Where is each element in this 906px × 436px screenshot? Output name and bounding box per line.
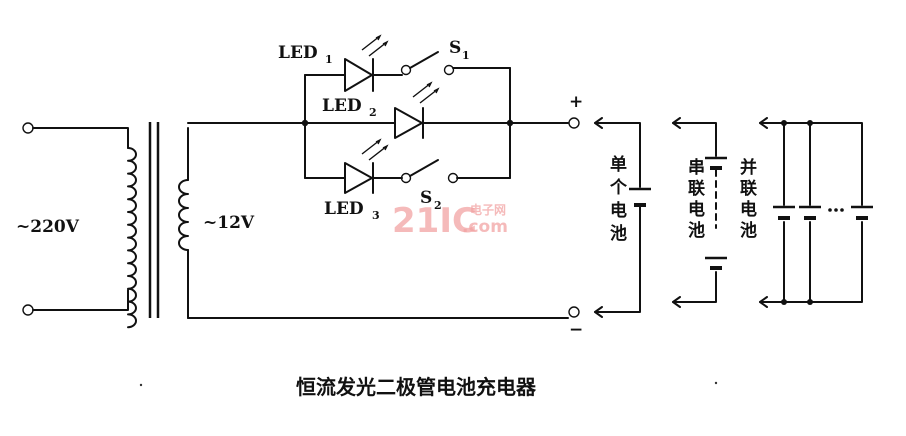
led1-branch: LED 1 S 1 (278, 34, 511, 92)
switch-s2-blade[interactable] (409, 159, 439, 177)
led2-label: LED (322, 96, 362, 116)
single-battery-arrows (594, 117, 603, 318)
led3-diode (344, 162, 373, 194)
single-battery-label: 单个电池 (606, 154, 628, 247)
switch-s1-label: S (449, 38, 461, 58)
led1-light-arrow-b (368, 40, 389, 57)
parallel-batteries: 并联电池 (736, 117, 873, 308)
input-terminal-top (22, 122, 34, 134)
secondary-side: ~12V (178, 127, 255, 319)
scan-dot (139, 383, 143, 387)
led2-branch: LED 2 (304, 81, 511, 139)
svg-text:1: 1 (325, 53, 333, 66)
primary-wire-top (32, 127, 129, 149)
negative-sign: − (569, 320, 583, 340)
switch-s1-contact-b (443, 64, 455, 76)
negative-terminal[interactable] (568, 306, 580, 318)
led1-diode (344, 58, 373, 92)
led1-label: LED (278, 43, 318, 63)
series-batteries: 串联电池 (672, 117, 727, 308)
svg-text:1: 1 (462, 49, 470, 62)
switch-s2-label: S (420, 188, 432, 208)
parallel-battery-label: 并联电池 (736, 157, 757, 242)
svg-text:电子网: 电子网 (470, 202, 506, 217)
secondary-voltage-label: ~12V (203, 213, 255, 233)
positive-sign: + (569, 92, 583, 112)
led2-light-arrow-b (419, 87, 440, 104)
parallel-arrows (759, 117, 768, 308)
series-arrows (672, 117, 681, 308)
svg-text:2: 2 (434, 199, 442, 212)
single-battery: 单个电池 (594, 117, 651, 318)
led3-light-arrow-b (368, 144, 389, 161)
positive-terminal[interactable] (568, 117, 580, 129)
scan-dot (714, 381, 718, 385)
transformer-core (148, 122, 160, 318)
switch-s1-contact-a (400, 64, 412, 76)
primary-wire-bottom (32, 289, 129, 311)
output-terminals: + − (568, 92, 583, 340)
led3-light-arrow-a (361, 138, 382, 155)
watermark: 21IC 电子网 .com (392, 201, 508, 241)
svg-text:3: 3 (372, 209, 380, 222)
svg-text:.com: .com (462, 217, 508, 237)
series-battery-label: 串联电池 (684, 157, 705, 242)
primary-side: ~220V (16, 122, 137, 329)
diagram-title: 恒流发光二极管电池充电器 (296, 375, 537, 399)
led2-light-arrow-a (412, 81, 433, 98)
switch-s2-contact-a (400, 172, 412, 184)
input-voltage-label: ~220V (16, 217, 80, 237)
primary-winding (127, 147, 137, 329)
led3-branch: LED 3 S 2 (304, 138, 511, 222)
led3-label: LED (324, 199, 364, 219)
led2-diode (394, 107, 423, 139)
switch-s1-blade[interactable] (409, 51, 439, 69)
input-terminal-bottom (22, 304, 34, 316)
led1-light-arrow-a (361, 34, 382, 51)
svg-text:21IC: 21IC (392, 201, 477, 241)
svg-text:2: 2 (369, 106, 377, 119)
secondary-winding (178, 179, 189, 251)
